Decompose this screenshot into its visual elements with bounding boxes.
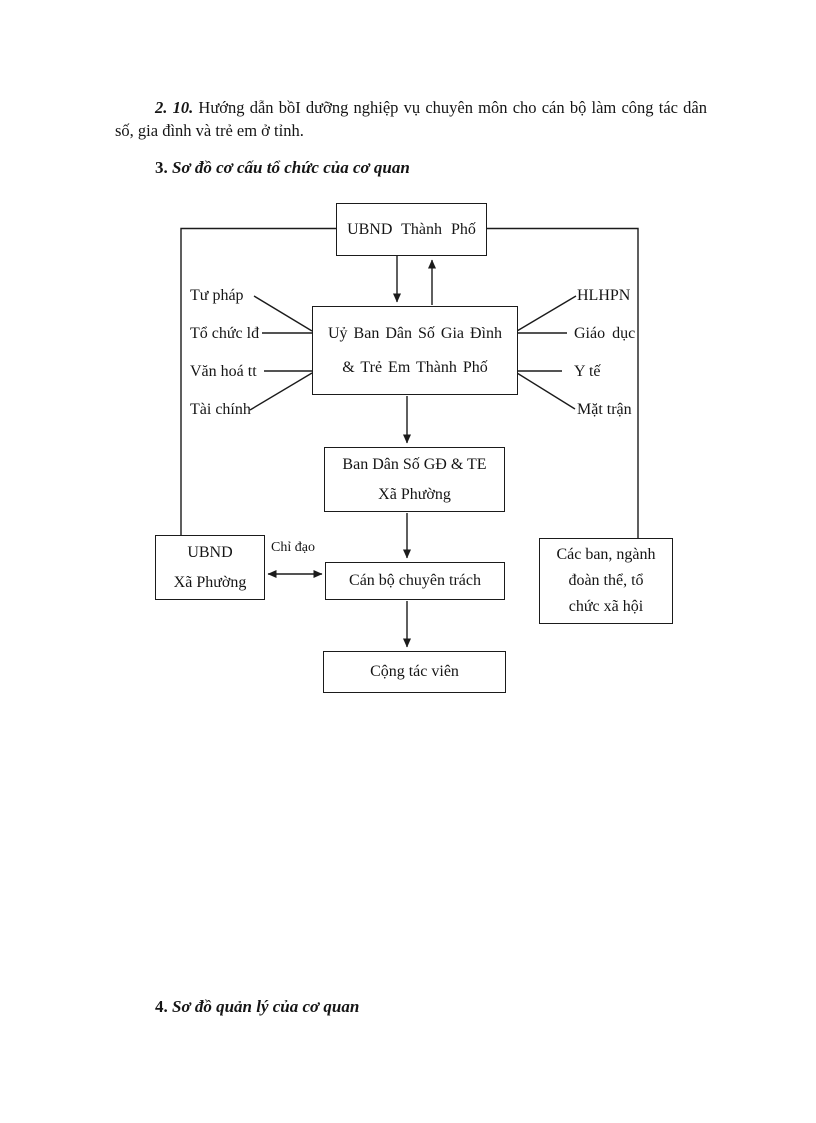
link-tu-phap — [253, 295, 313, 332]
left-link-tai-chinh: Tài chính — [190, 401, 251, 418]
right-link-hlhpn: HLHPN — [577, 287, 631, 304]
paragraph-2-10: 2. 10. Hướng dẫn bồI dưỡng nghiệp vụ chu… — [115, 96, 707, 142]
box-label: Cán bộ chuyên trách — [349, 572, 481, 589]
box-cong-tac-vien: Cộng tác viên — [323, 651, 506, 693]
left-link-tu-phap: Tư pháp — [190, 287, 244, 304]
section-4-title: Sơ đồ quản lý của cơ quan — [172, 997, 360, 1016]
box-label: Cộng tác viên — [370, 663, 459, 680]
connector-ubndtp-to-ubndxp — [180, 227, 336, 536]
box-label-line: Xã Phường — [173, 573, 247, 591]
left-link-van-hoa-tt: Văn hoá tt — [190, 363, 257, 380]
right-link-giao-duc: Giáo dục — [574, 325, 636, 342]
box-label-line: Uỷ Ban Dân Số Gia Đình — [328, 324, 502, 342]
link-mat-tran — [516, 372, 576, 410]
edge-label-chi-dao: Chỉ đạo — [271, 540, 315, 555]
box-label-line: đoàn thể, tổ — [568, 572, 644, 589]
box-label-line: UBND — [187, 543, 233, 561]
box-label-line: Các ban, ngành — [556, 546, 656, 563]
box-label-line: Xã Phường — [378, 485, 451, 503]
box-label-line: & Trẻ Em Thành Phố — [342, 358, 488, 376]
box-can-bo-chuyen-trach: Cán bộ chuyên trách — [325, 562, 505, 600]
right-link-mat-tran: Mặt trận — [577, 401, 632, 418]
box-label-line: chức xã hội — [568, 598, 644, 615]
connector-ubndtp-to-cacban — [487, 227, 639, 539]
box-ubnd-thanh-pho: UBND Thành Phố — [336, 203, 487, 256]
link-hlhpn — [516, 295, 577, 332]
section-4-heading: 4. Sơ đồ quản lý của cơ quan — [155, 997, 359, 1017]
box-cac-ban-nganh: Các ban, ngành đoàn thể, tổ chức xã hội — [539, 538, 673, 624]
section-4-number: 4. — [155, 997, 168, 1016]
box-ubnd-xa-phuong: UBND Xã Phường — [155, 535, 265, 600]
link-tai-chinh — [249, 372, 313, 411]
right-link-y-te: Y tế — [574, 363, 601, 380]
section-3-number: 3. — [155, 158, 168, 177]
paragraph-number: 2. 10. — [155, 98, 194, 117]
box-ban-dan-so-xa-phuong: Ban Dân Số GĐ & TE Xã Phường — [324, 447, 505, 512]
section-3-title: Sơ đồ cơ cấu tổ chức của cơ quan — [172, 158, 410, 177]
box-label: UBND Thành Phố — [347, 220, 476, 238]
section-3-heading: 3. Sơ đồ cơ cấu tổ chức của cơ quan — [155, 158, 410, 178]
box-uy-ban-dan-so: Uỷ Ban Dân Số Gia Đình & Trẻ Em Thành Ph… — [312, 306, 518, 395]
box-label-line: Ban Dân Số GĐ & TE — [342, 455, 487, 473]
paragraph-text: Hướng dẫn bồI dưỡng nghiệp vụ chuyên môn… — [115, 98, 707, 140]
left-link-to-chuc-ld: Tổ chức lđ — [190, 325, 260, 342]
